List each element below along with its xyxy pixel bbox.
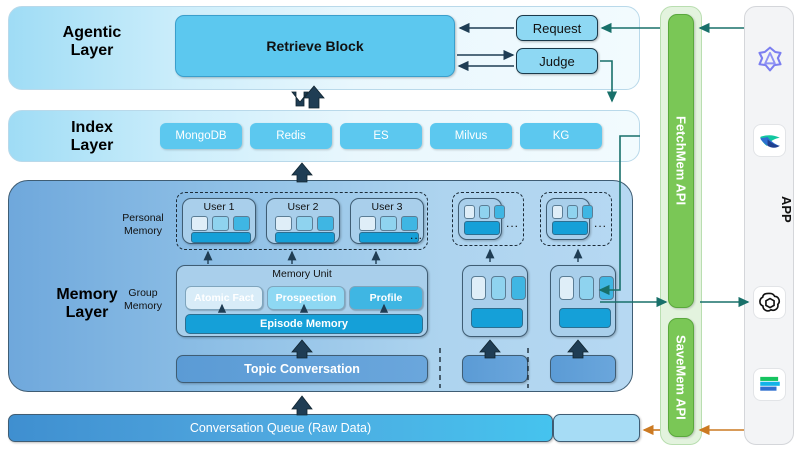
memory-layer-title: Memory Layer bbox=[22, 286, 152, 323]
personal-memory-label: Personal Memory bbox=[112, 212, 174, 237]
personal-memory-group bbox=[176, 192, 428, 250]
personal-memory-card-name: User 2 bbox=[287, 201, 319, 213]
repeat-bar bbox=[464, 221, 500, 235]
repeat-topic-conversation-2[interactable] bbox=[550, 355, 616, 383]
personal-memory-chip bbox=[359, 216, 376, 231]
repeat-unit-chip-row bbox=[559, 276, 614, 300]
repeat-group-ellipsis-1: ... bbox=[506, 216, 520, 230]
repeat-chip-row bbox=[552, 205, 593, 219]
index-layer-title-line1: Index bbox=[71, 119, 113, 136]
index-store-redis[interactable]: Redis bbox=[250, 123, 332, 149]
repeat-personal-memory-group-1 bbox=[452, 192, 524, 246]
episode-memory-bar[interactable]: Episode Memory bbox=[185, 314, 423, 334]
repeat-group-ellipsis-2: ... bbox=[594, 216, 608, 230]
repeat-chip bbox=[479, 205, 490, 219]
personal-memory-chip-row bbox=[191, 216, 250, 231]
memory-chip-profile[interactable]: Profile bbox=[349, 286, 423, 310]
personal-memory-chip bbox=[275, 216, 292, 231]
fetchmem-api[interactable]: FetchMem API bbox=[668, 14, 694, 308]
repeat-chip bbox=[582, 205, 593, 219]
memory-layer-title-line2: Layer bbox=[65, 304, 109, 322]
repeat-unit-chip bbox=[559, 276, 574, 300]
agentic-layer-title-line1: Agentic bbox=[62, 24, 122, 41]
personal-memory-bar bbox=[191, 232, 251, 243]
index-layer-title: Index Layer bbox=[22, 119, 162, 156]
personal-memory-chip bbox=[296, 216, 313, 231]
repeat-memory-unit-2[interactable] bbox=[550, 265, 616, 337]
personal-memory-chip bbox=[380, 216, 397, 231]
judge-box[interactable]: Judge bbox=[516, 48, 598, 74]
repeat-personal-card-1[interactable] bbox=[458, 198, 505, 240]
memory-unit: Memory Unit Atomic Fact Prospection Prof… bbox=[176, 265, 428, 337]
personal-memory-card-name: User 1 bbox=[203, 201, 235, 213]
conversation-queue-tail[interactable] bbox=[553, 414, 640, 442]
personal-memory-chip-row bbox=[275, 216, 334, 231]
repeat-unit-chip bbox=[511, 276, 526, 300]
docs-app-icon[interactable] bbox=[753, 368, 786, 401]
repeat-unit-chip bbox=[471, 276, 486, 300]
personal-memory-chip bbox=[317, 216, 334, 231]
repeat-unit-chip bbox=[579, 276, 594, 300]
personal-memory-card-3[interactable]: User 3 bbox=[350, 198, 424, 244]
repeat-chip bbox=[567, 205, 578, 219]
repeat-chip bbox=[552, 205, 563, 219]
users-ellipsis: ... bbox=[410, 228, 424, 242]
memory-unit-title: Memory Unit bbox=[272, 268, 332, 280]
repeat-memory-unit-1[interactable] bbox=[462, 265, 528, 337]
repeat-unit-chip bbox=[491, 276, 506, 300]
savemem-api[interactable]: SaveMem API bbox=[668, 318, 694, 437]
personal-memory-card-1[interactable]: User 1 bbox=[182, 198, 256, 244]
index-store-kg[interactable]: KG bbox=[520, 123, 602, 149]
repeat-episode-bar bbox=[471, 308, 523, 328]
agentic-layer-title-line2: Layer bbox=[70, 42, 114, 60]
repeat-chip-row bbox=[464, 205, 505, 219]
repeat-unit-chip-row bbox=[471, 276, 526, 300]
memory-layer-title-line1: Memory bbox=[56, 286, 118, 303]
repeat-bar bbox=[552, 221, 588, 235]
conversation-queue-bar[interactable]: Conversation Queue (Raw Data) bbox=[8, 414, 553, 442]
assistant-app-icon[interactable] bbox=[753, 124, 786, 157]
personal-memory-bar bbox=[359, 232, 419, 243]
index-layer-title-line2: Layer bbox=[70, 137, 114, 155]
repeat-topic-conversation-1[interactable] bbox=[462, 355, 528, 383]
retrieve-block[interactable]: Retrieve Block bbox=[175, 15, 455, 77]
repeat-chip bbox=[494, 205, 505, 219]
repeat-episode-bar bbox=[559, 308, 611, 328]
personal-memory-card-2[interactable]: User 2 bbox=[266, 198, 340, 244]
repeat-personal-card-2[interactable] bbox=[546, 198, 593, 240]
agentic-layer-title: Agentic Layer bbox=[22, 24, 162, 61]
group-memory-label-l2: Memory bbox=[124, 299, 162, 312]
repeat-chip bbox=[464, 205, 475, 219]
request-box[interactable]: Request bbox=[516, 15, 598, 41]
personal-memory-chip-row bbox=[359, 216, 418, 231]
app-column-label: APP bbox=[779, 196, 794, 223]
repeat-unit-chip bbox=[599, 276, 614, 300]
personal-memory-card-name: User 3 bbox=[371, 201, 403, 213]
personal-memory-chip bbox=[401, 216, 418, 231]
index-store-mongodb[interactable]: MongoDB bbox=[160, 123, 242, 149]
topic-conversation-bar[interactable]: Topic Conversation bbox=[176, 355, 428, 383]
memory-chip-atomic-fact[interactable]: Atomic Fact bbox=[185, 286, 263, 310]
personal-memory-label-l1: Personal bbox=[122, 212, 164, 224]
personal-memory-chip bbox=[191, 216, 208, 231]
group-memory-label: Group Memory bbox=[112, 287, 174, 312]
memory-chip-prospection[interactable]: Prospection bbox=[267, 286, 345, 310]
index-store-milvus[interactable]: Milvus bbox=[430, 123, 512, 149]
personal-memory-label-l2: Memory bbox=[124, 224, 162, 237]
group-memory-label-l1: Group bbox=[128, 287, 158, 299]
personal-memory-bar bbox=[275, 232, 335, 243]
personal-memory-chip bbox=[212, 216, 229, 231]
agent-app-icon[interactable] bbox=[753, 42, 786, 75]
index-store-es[interactable]: ES bbox=[340, 123, 422, 149]
personal-memory-chip bbox=[233, 216, 250, 231]
openai-app-icon[interactable] bbox=[753, 286, 786, 319]
